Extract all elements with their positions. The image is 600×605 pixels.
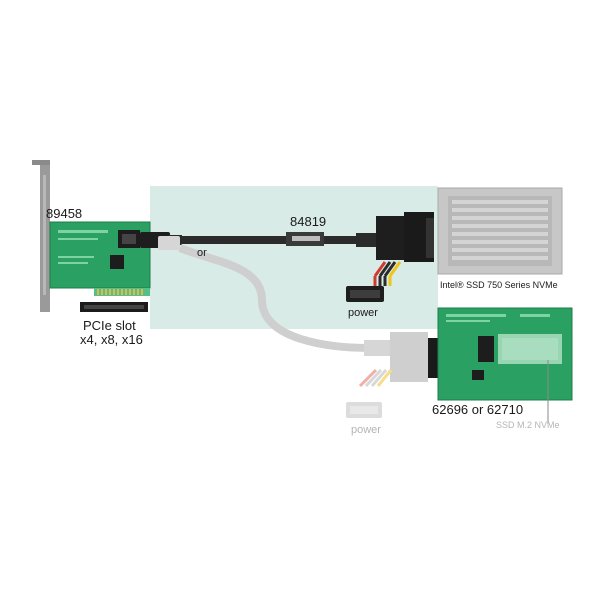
- m2-adapter-board: [437, 307, 573, 401]
- black-cable: [140, 212, 434, 262]
- power-label: power: [348, 307, 378, 319]
- cable-model-label: 84819: [290, 214, 327, 229]
- pcie-slot-line1: PCIe slot: [83, 318, 136, 333]
- or-label: or: [197, 247, 207, 259]
- power-cable: [346, 261, 402, 302]
- pcie-host-card: [49, 221, 151, 296]
- power-faded-label: power: [351, 424, 381, 436]
- card-model-label: 89458: [46, 206, 83, 221]
- intel-ssd-drive: [437, 187, 563, 275]
- pcie-bracket: [32, 160, 50, 312]
- pcie-slot-line2: x4, x8, x16: [80, 332, 143, 347]
- ssd-m2-label: SSD M.2 NVMe: [496, 420, 560, 430]
- intel-ssd-label: Intel® SSD 750 Series NVMe: [440, 280, 558, 290]
- grey-cable: [158, 236, 438, 418]
- pcie-slot: [80, 302, 148, 312]
- adapter-models-label: 62696 or 62710: [432, 402, 524, 417]
